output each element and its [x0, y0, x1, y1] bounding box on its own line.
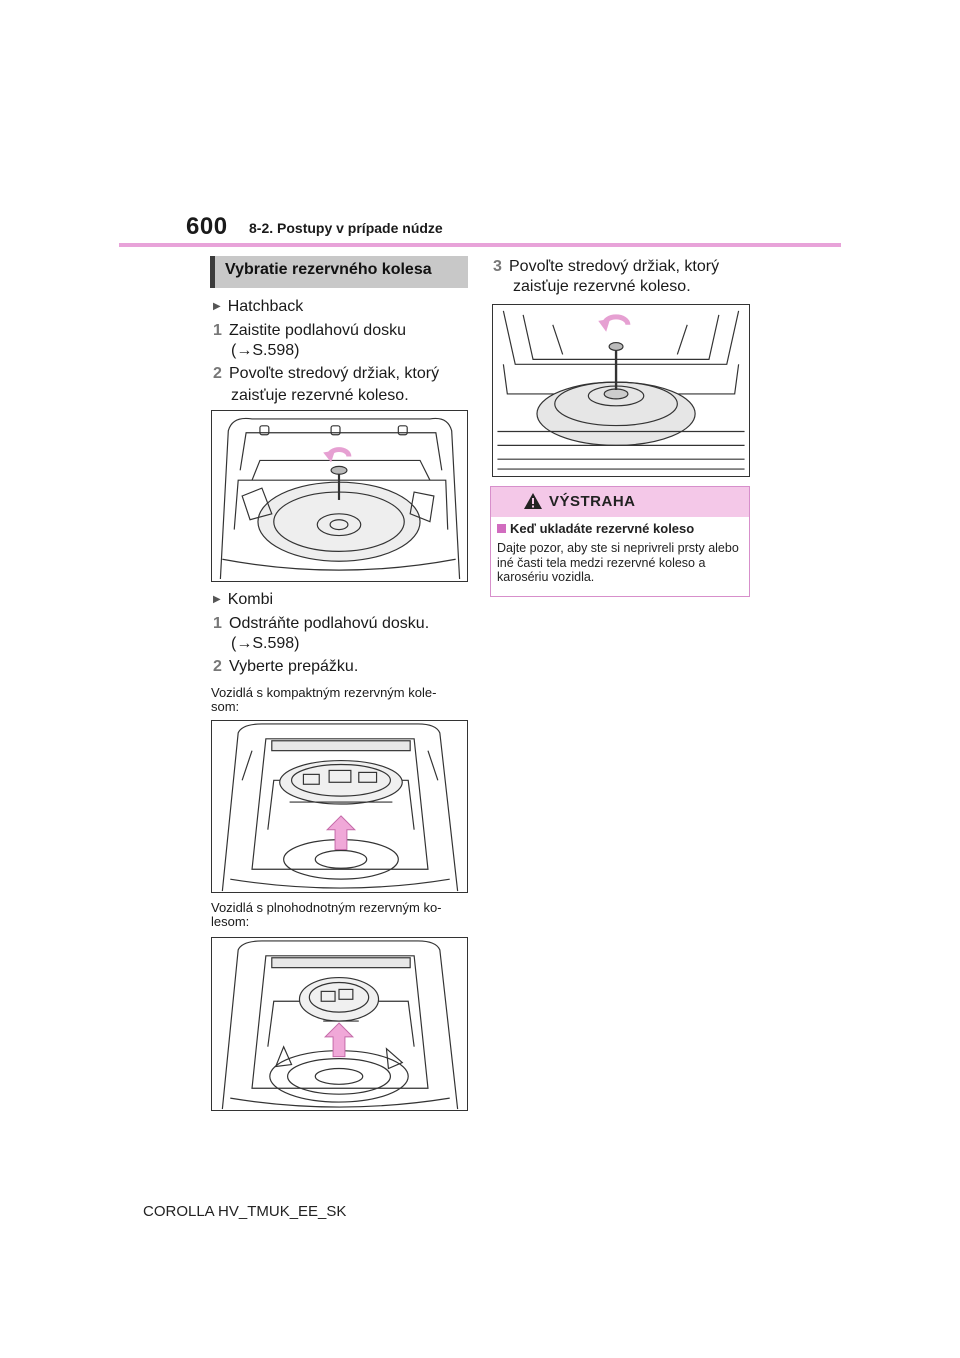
- step-number: 3: [493, 258, 502, 275]
- chapter-title: 8-2. Postupy v prípade núdze: [249, 220, 443, 236]
- warning-title: VÝSTRAHA: [549, 493, 636, 510]
- hatchback-step-2: 2 Povoľte stredový držiak, ktorý: [213, 363, 439, 385]
- rotate-arrow-icon: [598, 314, 631, 332]
- step-3: 3 Povoľte stredový držiak, ktorý: [493, 256, 719, 278]
- kombi-label: Kombi: [213, 589, 273, 613]
- hatchback-trunk-illustration: [219, 417, 461, 580]
- warning-body: Dajte pozor, aby ste si neprivreli prsty…: [497, 541, 739, 584]
- rotate-arrow-icon: [323, 447, 352, 463]
- caption-line: som:: [211, 699, 240, 714]
- kombi-full-figure: [211, 937, 468, 1111]
- spare-holder-figure: [492, 304, 750, 477]
- warning-subtitle-text: Keď ukladáte rezervné koleso: [510, 521, 695, 536]
- kombi-full-illustration: [221, 940, 459, 1110]
- caption-line: Vozidlá s plnohodnotným rezervným ko-: [211, 900, 442, 915]
- kombi-step-1-ref: (→S.598): [231, 635, 300, 652]
- hatchback-trunk-figure: [211, 410, 468, 582]
- step-text: Povoľte stredový držiak, ktorý: [509, 258, 720, 275]
- section-title: Vybratie rezervného kolesa: [225, 261, 432, 278]
- step-text: Povoľte stredový držiak, ktorý: [229, 365, 440, 382]
- warning-box: VÝSTRAHA Keď ukladáte rezervné koleso Da…: [490, 486, 750, 597]
- warning-subtitle: Keď ukladáte rezervné koleso: [497, 521, 694, 536]
- step-3-cont: zaisťuje rezervné koleso.: [513, 278, 691, 295]
- compact-spare-caption: Vozidlá s kompaktným rezervným kole- som…: [211, 686, 436, 714]
- step-number: 2: [213, 658, 222, 675]
- step-text: Vyberte prepážku.: [229, 658, 359, 675]
- hatchback-step-2-cont: zaisťuje rezervné koleso.: [231, 387, 409, 404]
- section-heading: Vybratie rezervného kolesa: [210, 256, 468, 288]
- spare-holder-illustration: [497, 310, 745, 470]
- hatchback-step-1-ref: (→S.598): [231, 342, 300, 359]
- step-number: 1: [213, 322, 222, 339]
- caption-line: Vozidlá s kompaktným rezervným kole-: [211, 685, 437, 700]
- square-bullet-icon: [497, 524, 506, 533]
- header-rule: [119, 243, 841, 247]
- kombi-step-2: 2 Vyberte prepážku.: [213, 656, 358, 678]
- page-number: 600: [186, 213, 228, 240]
- warning-header: VÝSTRAHA: [491, 487, 749, 517]
- footer-model: COROLLA HV_TMUK_EE_SK: [143, 1203, 347, 1220]
- arrow-up-icon: [325, 815, 357, 850]
- step-number: 1: [213, 615, 222, 632]
- step-text: Zaistite podlahovú dosku: [229, 322, 406, 339]
- hatchback-label: Hatchback: [213, 296, 304, 320]
- step-text: Odstráňte podlahovú dosku.: [229, 615, 430, 632]
- hatchback-step-1: 1 Zaistite podlahovú dosku: [213, 320, 406, 342]
- kombi-compact-figure: [211, 720, 468, 893]
- warning-triangle-icon: [524, 493, 542, 509]
- full-spare-caption: Vozidlá s plnohodnotným rezervným ko- le…: [211, 901, 442, 929]
- step-number: 2: [213, 365, 222, 382]
- kombi-compact-illustration: [221, 723, 459, 892]
- caption-line: lesom:: [211, 914, 250, 929]
- arrow-up-icon: [323, 1022, 355, 1058]
- kombi-step-1: 1 Odstráňte podlahovú dosku.: [213, 613, 429, 635]
